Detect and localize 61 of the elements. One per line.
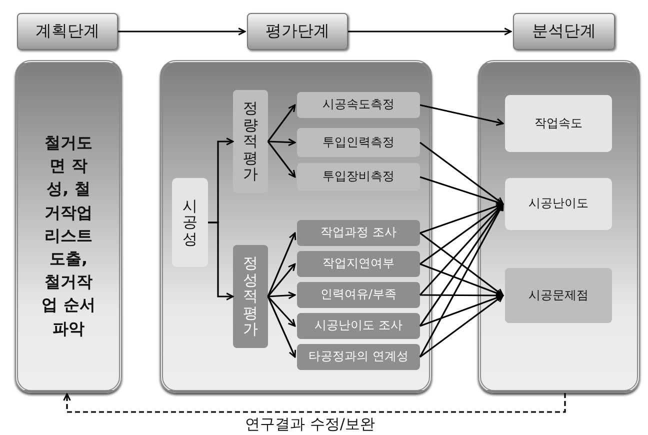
process-box bbox=[233, 90, 268, 193]
arrow bbox=[267, 296, 296, 358]
process-box bbox=[297, 344, 420, 370]
arrow bbox=[420, 203, 504, 265]
arrow bbox=[118, 28, 246, 36]
process-box bbox=[297, 163, 420, 191]
arrow bbox=[420, 142, 504, 205]
arrow bbox=[420, 263, 504, 297]
process-box bbox=[505, 95, 612, 152]
arrow bbox=[419, 203, 504, 358]
stage-box bbox=[513, 13, 615, 50]
node-text: 작업과정 조사 bbox=[320, 225, 396, 241]
arrow bbox=[208, 222, 234, 300]
node-text: 시공성 bbox=[182, 198, 198, 248]
stage-panel bbox=[15, 60, 122, 393]
node-text: 투입장비측정 bbox=[322, 169, 394, 185]
node-text: 시공난이도 조사 bbox=[314, 318, 402, 334]
arrow bbox=[63, 393, 566, 413]
process-box bbox=[297, 313, 420, 339]
node-text: 작업속도 bbox=[534, 116, 582, 132]
process-box bbox=[233, 245, 268, 348]
stage-panel bbox=[478, 60, 640, 393]
arrow bbox=[267, 296, 296, 327]
stage-box bbox=[17, 13, 118, 50]
arrow bbox=[268, 138, 296, 146]
arrow bbox=[268, 291, 296, 300]
process-box bbox=[297, 282, 420, 308]
node-text: 시공속도측정 bbox=[322, 97, 394, 113]
process-box bbox=[297, 128, 420, 157]
arrow bbox=[420, 232, 504, 296]
node-text: 작업지연여부 bbox=[322, 256, 394, 272]
arrow bbox=[267, 263, 296, 298]
process-box bbox=[172, 178, 208, 267]
stage-panel bbox=[160, 60, 432, 393]
node-text: 시공난이도 bbox=[528, 196, 588, 212]
arrow bbox=[420, 176, 504, 206]
node-text: 인력여유/부족 bbox=[320, 287, 397, 303]
node-text: 타공정과의 연계성 bbox=[308, 349, 408, 365]
node-text: 정량적평가 bbox=[243, 100, 258, 183]
node-text: 철거도면 작성, 철거작업리스트도출, 철거작업 순서 파악 bbox=[40, 132, 96, 340]
node-text: 평가단계 bbox=[266, 21, 330, 42]
arrow bbox=[267, 141, 296, 178]
arrow bbox=[419, 203, 504, 296]
arrow bbox=[420, 294, 504, 358]
stage-box bbox=[247, 13, 348, 50]
process-box bbox=[297, 251, 420, 277]
node-text: 정성적평가 bbox=[243, 255, 258, 338]
process-box bbox=[297, 220, 420, 246]
node-text: 시공문제점 bbox=[528, 288, 588, 304]
node-text: 계획단계 bbox=[36, 21, 100, 42]
process-box bbox=[505, 178, 612, 230]
node-text: 투입인력측정 bbox=[322, 134, 394, 150]
arrow bbox=[419, 203, 504, 326]
arrow bbox=[420, 104, 504, 126]
arrow bbox=[420, 294, 504, 327]
arrow bbox=[348, 28, 512, 36]
node-text: 분석단계 bbox=[532, 21, 596, 42]
process-box bbox=[505, 268, 612, 323]
arrow bbox=[267, 232, 296, 297]
process-box bbox=[297, 92, 420, 118]
arrow bbox=[267, 104, 296, 142]
